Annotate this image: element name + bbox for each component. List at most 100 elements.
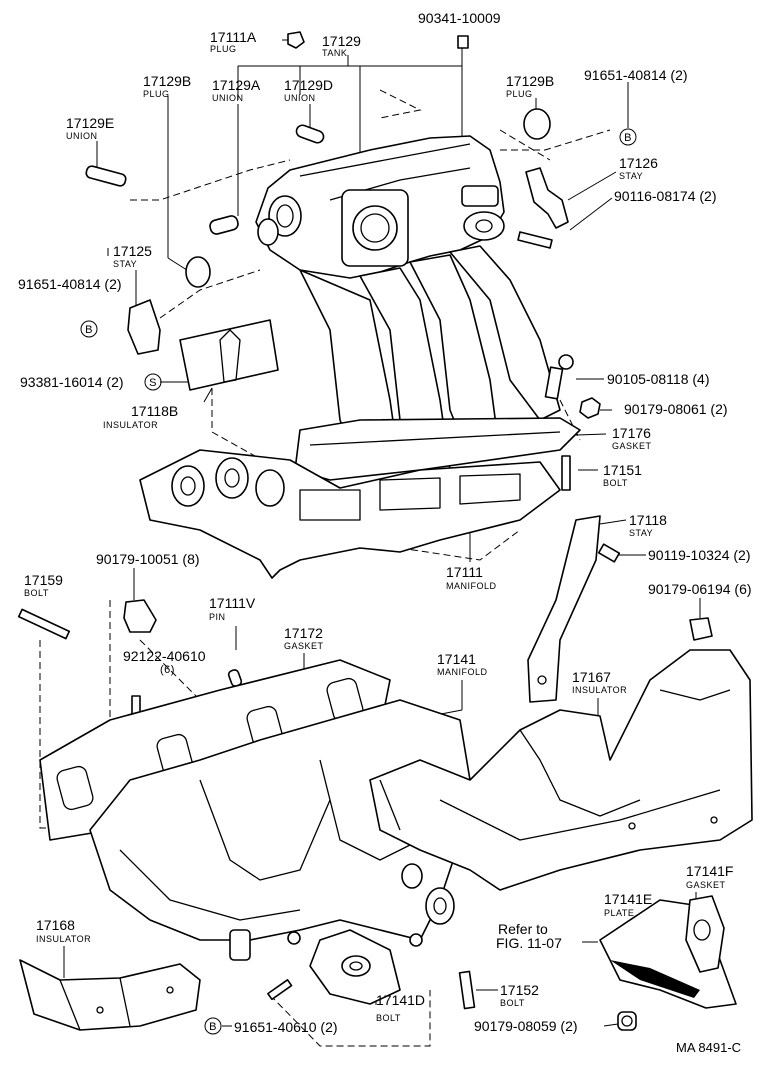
- callout-90119-10324: 90119-10324 (2): [648, 547, 750, 563]
- exhaust-manifold: [39, 659, 637, 1031]
- part-number: 17129E: [66, 115, 114, 131]
- part-number: 17111A: [210, 29, 257, 45]
- callout-92122-40610: 92122-40610 (6): [123, 648, 206, 676]
- part-name: MANIFOLD: [446, 581, 497, 591]
- part-number: 93381-16014 (2): [20, 374, 124, 390]
- part-name: STAY: [629, 528, 653, 538]
- part-name: BOLT: [24, 588, 49, 598]
- callout-17141d: 17141D BOLT: [376, 992, 425, 1023]
- drawing-code: MA 8491-C: [676, 1040, 741, 1055]
- part-name: INSULATOR: [36, 934, 91, 944]
- callout-17129: 17129 TANK: [322, 33, 361, 58]
- callout-90105-08118: 90105-08118 (4): [607, 371, 709, 387]
- callout-17126: 17126 STAY: [619, 155, 658, 181]
- part-name: TANK: [322, 48, 347, 58]
- part-name: UNION: [212, 93, 244, 103]
- callout-17168: 17168 INSULATOR: [36, 917, 91, 944]
- part-number: 17129: [322, 33, 361, 49]
- part-number: 90179-06194 (6): [648, 581, 752, 597]
- svg-text:B: B: [624, 132, 632, 144]
- callout-91651-40814-top: 91651-40814 (2): [584, 67, 688, 83]
- part-name: PLATE: [604, 908, 634, 918]
- part-number: 17168: [36, 917, 75, 933]
- callout-17129b-right: 17129B PLUG: [506, 73, 554, 99]
- part-number: 92122-40610: [123, 648, 206, 664]
- part-name: BOLT: [603, 478, 628, 488]
- part-number: 17151: [603, 462, 642, 478]
- part-number: 17111V: [209, 595, 256, 611]
- callout-17111a: 17111A PLUG: [210, 29, 257, 54]
- part-number: 90105-08118 (4): [607, 371, 709, 387]
- callout-17151: 17151 BOLT: [603, 462, 642, 488]
- callout-labels: 17111A PLUG 17129 TANK 90341-10009 17129…: [18, 10, 752, 1035]
- part-name: MANIFOLD: [437, 667, 488, 677]
- callout-17129d: 17129D UNION: [284, 77, 333, 103]
- part-number: 17141F: [686, 863, 733, 879]
- part-number: 17152: [500, 982, 539, 998]
- part-number: 17118B: [131, 403, 178, 419]
- part-number: 17126: [619, 155, 658, 171]
- part-number: 90179-10051 (8): [96, 551, 200, 567]
- part-number: 91651-40814 (2): [18, 276, 122, 292]
- part-quantity: (6): [160, 664, 175, 676]
- part-number: 17118: [629, 512, 667, 528]
- part-name: UNION: [66, 131, 98, 141]
- part-number: 90116-08174 (2): [614, 188, 716, 204]
- part-number: 17176: [612, 425, 651, 441]
- callout-17159: 17159 BOLT: [24, 572, 63, 598]
- part-name: BOLT: [376, 1013, 401, 1023]
- callout-90179-06194: 90179-06194 (6): [648, 581, 752, 597]
- part-number: 91651-40610 (2): [234, 1019, 338, 1035]
- marker-s: S: [144, 373, 162, 391]
- part-number: 17129B: [143, 73, 191, 89]
- leader-lines: [39, 39, 701, 1047]
- part-name: STAY: [113, 259, 137, 269]
- callout-17141: 17141 MANIFOLD: [437, 651, 488, 677]
- marker-b-top: B: [619, 128, 637, 146]
- callout-90341-10009: 90341-10009: [418, 10, 501, 26]
- part-number: 17111: [446, 564, 483, 580]
- part-number: 90179-08061 (2): [624, 401, 728, 417]
- part-number: 17141D: [376, 992, 425, 1008]
- callout-17129e: 17129E UNION: [66, 115, 114, 141]
- part-name: INSULATOR: [103, 420, 158, 430]
- part-number: 17172: [284, 625, 323, 641]
- marker-b-left: B: [80, 320, 98, 338]
- callout-90179-10051: 90179-10051 (8): [96, 551, 200, 567]
- reference-line-1: Refer to: [498, 921, 548, 937]
- part-number: 17125: [113, 243, 152, 259]
- part-name: INSULATOR: [572, 685, 627, 695]
- callout-17111v: 17111V PIN: [209, 595, 256, 622]
- part-number: 17167: [572, 669, 611, 685]
- callout-17172: 17172 GASKET: [284, 625, 324, 651]
- part-name: BOLT: [500, 998, 525, 1008]
- part-number: 17129A: [212, 77, 261, 93]
- part-number: 90341-10009: [418, 10, 501, 26]
- plate-gasket: [599, 895, 737, 1009]
- callout-17141e: 17141E PLATE: [604, 891, 652, 918]
- part-number: 17141E: [604, 891, 652, 907]
- callout-17129b-left: 17129B PLUG: [143, 73, 191, 99]
- reference-note: Refer to FIG. 11-07: [496, 921, 562, 951]
- intake-manifold: [17, 449, 713, 733]
- part-number: 90119-10324 (2): [648, 547, 750, 563]
- insulator-lower: [19, 959, 201, 1031]
- svg-text:B: B: [209, 1021, 217, 1033]
- callout-17176: 17176 GASKET: [612, 425, 651, 451]
- part-number: 17141: [437, 651, 476, 667]
- part-name: GASKET: [686, 880, 726, 890]
- callout-17167: 17167 INSULATOR: [572, 669, 627, 695]
- svg-text:B: B: [85, 324, 93, 336]
- callout-17118b: 17118B INSULATOR: [103, 403, 178, 430]
- callout-90116-08174: 90116-08174 (2): [614, 188, 716, 204]
- insulator-upper: [369, 649, 753, 891]
- callout-91651-40610: 91651-40610 (2): [234, 1019, 338, 1035]
- callout-93381-16014: 93381-16014 (2): [20, 374, 124, 390]
- callout-91651-40814-left: 91651-40814 (2): [18, 276, 122, 292]
- part-name: PLUG: [143, 89, 170, 99]
- part-name: GASKET: [284, 641, 324, 651]
- callout-17129a: 17129A UNION: [212, 77, 261, 103]
- part-name: STAY: [619, 171, 643, 181]
- part-name: PIN: [209, 612, 226, 622]
